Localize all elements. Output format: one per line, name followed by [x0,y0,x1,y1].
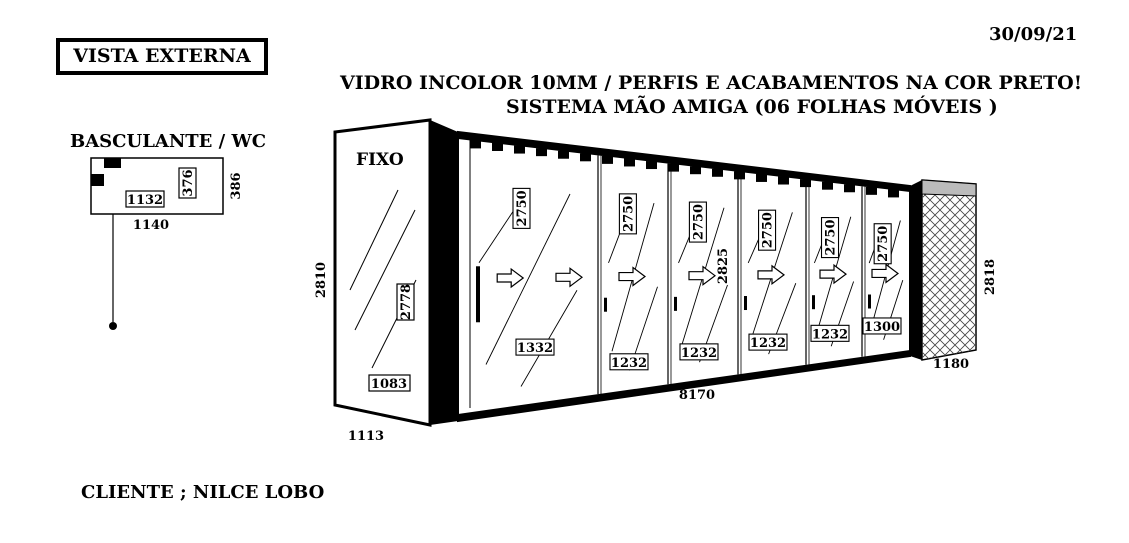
slide-arrow-icon [618,266,646,287]
total-width: 8170 [679,388,715,403]
track-roller [844,184,855,193]
panel-height-box [512,187,531,229]
panel-height-label: 2750 [876,226,891,262]
basculante-height: 386 [229,172,244,199]
slide-arrow-icon [555,267,583,288]
basculante-width: 1140 [133,218,169,233]
panel-height-label: 2750 [691,204,706,240]
glass-reflection [520,290,578,387]
track-roller [646,161,657,170]
panel-width-label: 1232 [611,356,647,371]
slide-arrow-icon [819,263,847,285]
slide-arrow-icon [757,264,785,286]
fixed-panel-width: 1113 [348,429,384,444]
spec-title-line-2: SISTEMA MÃO AMIGA (06 FOLHAS MÓVEIS ) [506,96,998,118]
fixed-glass-height-box [396,283,415,321]
fixed-glass-height: 2778 [399,284,414,320]
panel-height-box [820,217,840,259]
track-roller [690,166,701,175]
slide-arrow-icon [871,263,899,284]
slide-arrow-icon [688,265,716,286]
track-roller [602,155,613,164]
side-panel [910,179,977,361]
panel-height-box [758,209,777,251]
sliding-frame [457,130,911,423]
track-roller [536,148,547,157]
track-roller [778,176,789,185]
track-roller [668,163,679,172]
basculante-drawing [90,157,224,330]
basculante-inner-width: 1132 [127,193,163,208]
panel-handle [868,294,871,309]
side-panel-width: 1180 [933,357,969,372]
panel-height-label: 2750 [621,196,636,232]
panel-handle [476,266,480,323]
center-height: 2825 [716,248,731,284]
side-panel-height: 2818 [983,259,998,295]
panel-height-box [688,201,707,243]
panel-width-label: 1332 [517,341,553,356]
panel-width-box [862,317,902,335]
track-roller [866,186,877,195]
basculante-inner-height: 376 [181,169,196,196]
panel-height-label: 2750 [515,190,530,226]
sliding-panels: 2750 1332 2750 1232 2750 1232 2750 1232 2750 1232… [476,155,904,395]
track-roller [514,145,525,154]
track-roller [624,158,635,167]
track-roller [822,181,833,190]
fixed-glass-width-box [368,374,411,392]
panel-handle [812,295,815,310]
view-label: VISTA EXTERNA [56,38,268,75]
fixed-panel [333,118,471,427]
basculante-inner-width-box [125,190,165,208]
panel-height-box [873,223,892,265]
track-roller [492,142,503,151]
panel-width-label: 1232 [681,346,717,361]
panel-height-label: 2750 [761,212,776,248]
glass-reflection [485,193,571,365]
panel-width-label: 1300 [864,320,900,335]
client-name: CLIENTE ; NILCE LOBO [81,482,325,503]
track-roller [558,150,569,159]
panel-handle [674,296,677,311]
panel-width-box [609,353,649,371]
track-roller [734,171,745,180]
panel-width-box [748,333,788,351]
track-roller [580,153,591,162]
basculante-latch [91,174,104,186]
fixed-glass-width: 1083 [371,377,407,392]
panel-handle [744,296,747,311]
fixed-panel-height: 2810 [314,262,329,298]
panel-width-box [515,338,555,356]
track-roller [712,168,723,177]
basculante-pull-knob [109,322,117,330]
top-track-rollers [470,140,899,198]
track-roller [470,140,481,149]
basculante-title: BASCULANTE / WC [70,131,267,152]
panel-width-label: 1232 [750,336,786,351]
panel-width-label: 1232 [812,327,848,342]
panel-handle [604,297,607,312]
date: 30/09/21 [989,24,1078,45]
spec-title-line-1: VIDRO INCOLOR 10MM / PERFIS E ACABAMENTO… [340,72,1083,94]
basculante-hinge [104,158,121,168]
basculante-inner-height-box [178,167,197,199]
panel-height-label: 2750 [824,219,839,255]
track-roller [888,189,899,198]
track-roller [756,173,767,182]
fixed-panel-label: FIXO [356,150,404,170]
panel-width-box [810,324,850,342]
panel-height-box [618,193,637,235]
slide-arrow-icon [496,267,525,289]
panel-width-box [679,343,719,361]
